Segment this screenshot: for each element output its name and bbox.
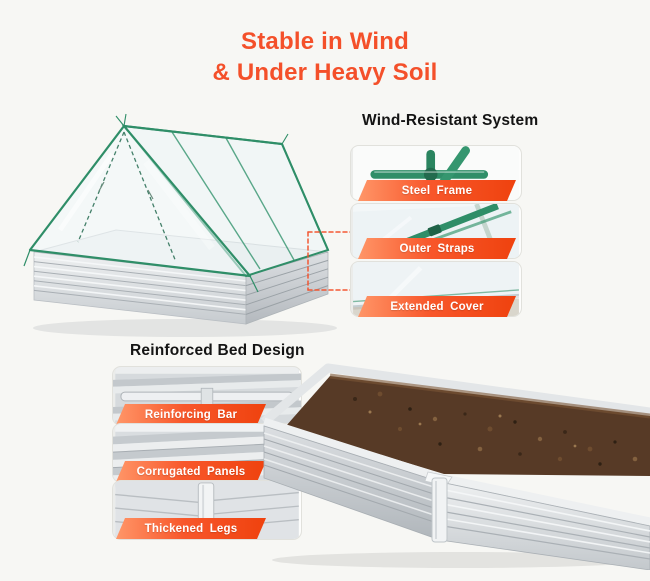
ribbon-reinforcing-bar: Reinforcing Bar [116, 404, 266, 425]
greenhouse-bed-image [20, 90, 350, 342]
bed-design-heading: Reinforced Bed Design [130, 342, 305, 359]
ribbon-steel-frame: Steel Frame [358, 180, 516, 201]
ribbon-thickened-legs: Thickened Legs [116, 518, 266, 539]
callout-extended-cover: Extended Cover [350, 261, 522, 317]
main-title: Stable in Wind & Under Heavy Soil [0, 26, 650, 88]
soil-bed-image [260, 354, 650, 570]
main-title-line1: Stable in Wind [241, 28, 409, 55]
ribbon-corrugated-panels: Corrugated Panels [116, 461, 266, 482]
ribbon-extended-cover: Extended Cover [358, 296, 516, 317]
ribbon-outer-straps: Outer Straps [358, 238, 516, 259]
wind-system-heading: Wind-Resistant System [362, 112, 539, 129]
callout-thickened-legs: Thickened Legs [112, 480, 302, 540]
callout-connector-dashes [300, 222, 358, 306]
callout-steel-frame: Steel Frame [350, 145, 522, 201]
callout-reinforcing-bar: Reinforcing Bar [112, 366, 302, 426]
main-title-line2: & Under Heavy Soil [212, 59, 438, 86]
callout-outer-straps: Outer Straps [350, 203, 522, 259]
